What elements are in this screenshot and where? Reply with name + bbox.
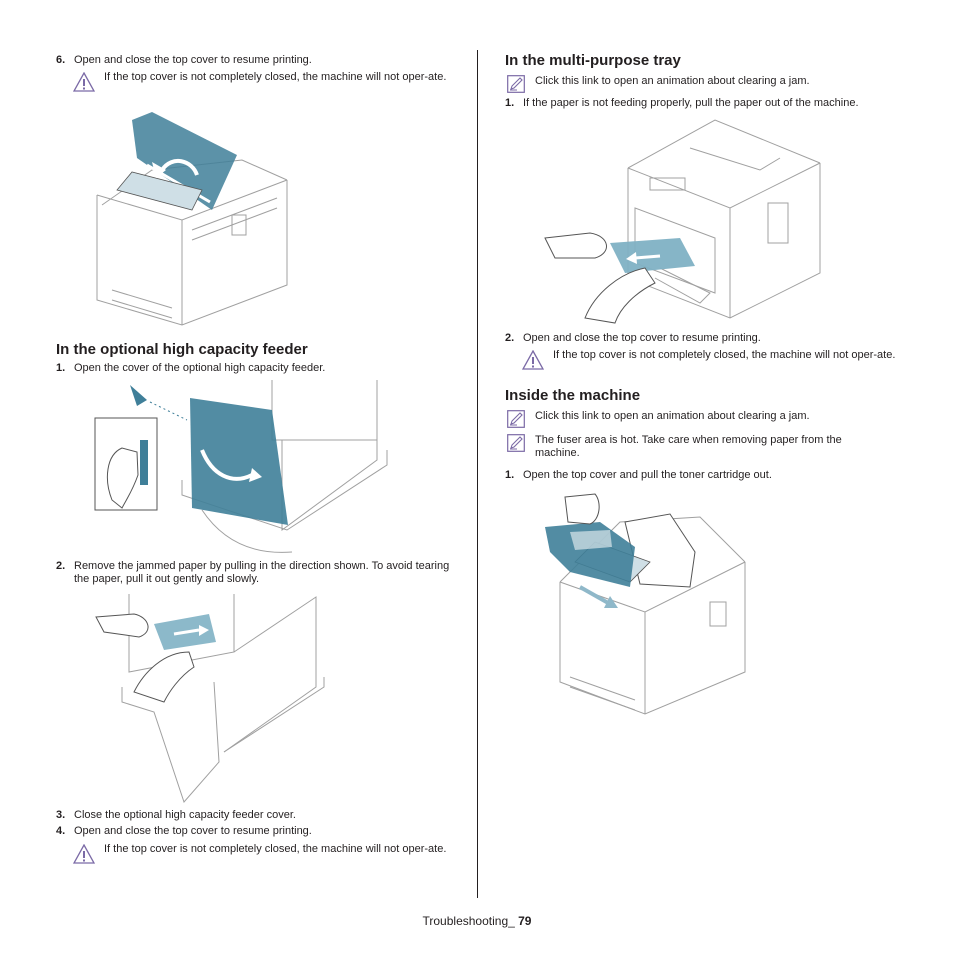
step-number: 2. [505,332,515,344]
step-text: Open and close the top cover to resume p… [523,332,761,344]
footer-section: Troubleshooting_ [422,914,519,928]
step-text: Open the cover of the optional high capa… [74,362,326,374]
page-footer: Troubleshooting_ 79 [0,914,954,928]
step-6: 6. Open and close the top cover to resum… [56,54,312,67]
mp-step-2: 2. Open and close the top cover to resum… [505,332,761,345]
hcf-jam-removal-illustration [95,594,325,803]
step-text: Open and close the top cover to resume p… [74,825,312,837]
mp-tray-jam-illustration [544,119,821,324]
step-text: Close the optional high capacity feeder … [74,809,296,821]
step-text: Open and close the top cover to resume p… [74,54,312,66]
hcf-step-2: 2. Remove the jammed paper by pulling in… [56,560,449,585]
step-number: 3. [56,809,66,821]
column-divider [477,50,478,898]
step-number: 2. [56,560,66,572]
hcf-cover-illustration [94,380,388,553]
hcf-heading: In the optional high capacity feeder [56,341,308,358]
warning-text: If the top cover is not completely close… [104,843,447,855]
warning-text: If the top cover is not completely close… [104,71,447,83]
mp-tray-heading: In the multi-purpose tray [505,52,681,69]
step-number: 1. [56,362,66,374]
hcf-step-3: 3. Close the optional high capacity feed… [56,809,296,822]
step-number: 1. [505,97,515,109]
mp-step-1: 1. If the paper is not feeding properly,… [505,97,859,110]
warning-triangle-icon [73,844,95,864]
hcf-step-1: 1. Open the cover of the optional high c… [56,362,325,375]
step-text: Open the top cover and pull the toner ca… [523,469,772,481]
note-pencil-icon [507,75,525,93]
step-text: Remove the jammed paper by pulling in th… [74,560,450,585]
step-text: If the paper is not feeding properly, pu… [523,97,859,109]
warning-triangle-icon [522,350,544,370]
step-number: 1. [505,469,515,481]
step-number: 4. [56,825,66,837]
printer-open-cover-illustration [96,112,288,326]
note-pencil-icon [507,410,525,428]
toner-removal-illustration [545,493,746,715]
inside-step-1: 1. Open the top cover and pull the toner… [505,469,772,482]
note-pencil-icon [507,434,525,452]
animation-link-text[interactable]: Click this link to open an animation abo… [535,75,810,87]
animation-link-text[interactable]: Click this link to open an animation abo… [535,410,810,422]
fuser-hot-note: The fuser area is hot. Take care when re… [535,434,842,459]
warning-triangle-icon [73,72,95,92]
hcf-step-4: 4. Open and close the top cover to resum… [56,825,312,838]
page-number: 79 [518,914,532,928]
step-number: 6. [56,54,66,66]
inside-machine-heading: Inside the machine [505,387,641,404]
warning-text: If the top cover is not completely close… [553,349,896,361]
